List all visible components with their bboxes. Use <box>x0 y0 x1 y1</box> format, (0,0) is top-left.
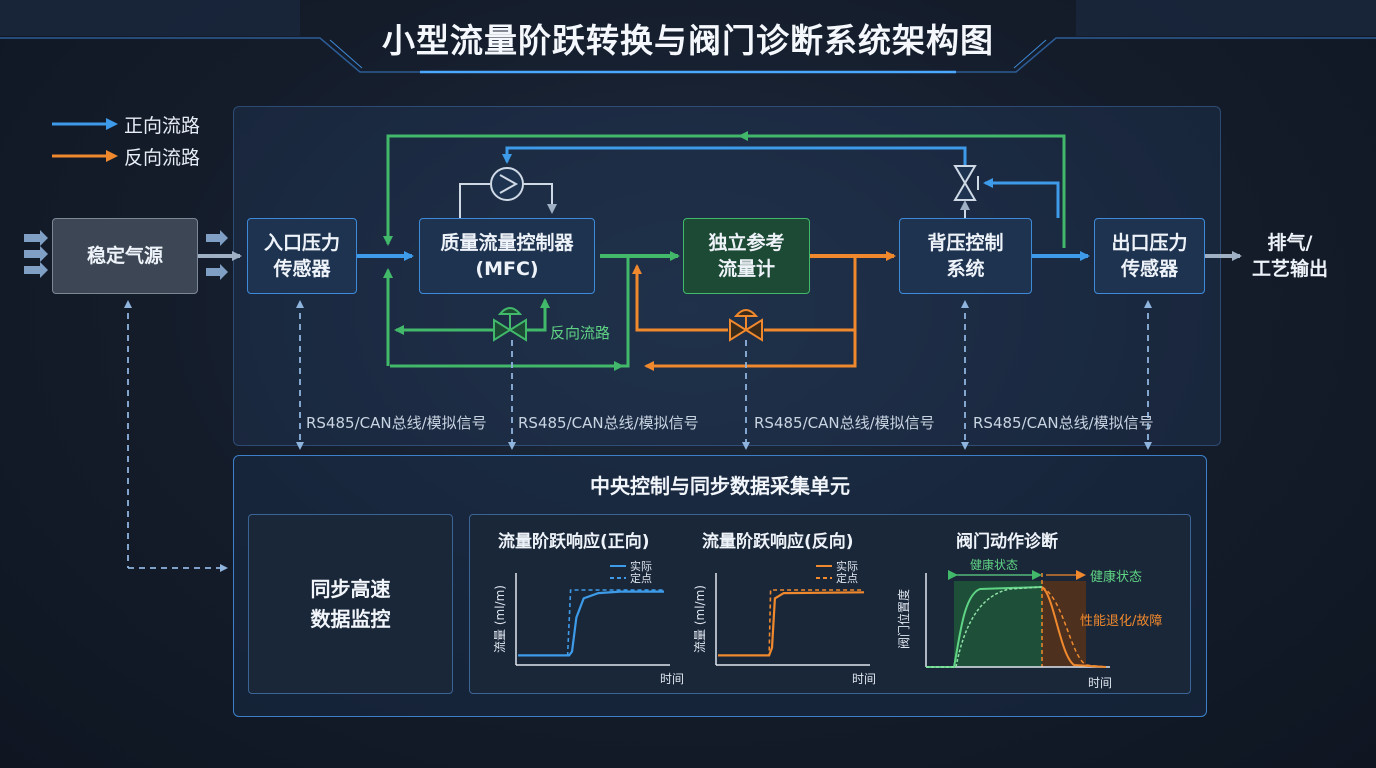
node-stable-source: 稳定气源 <box>52 218 198 294</box>
legend-forward-arrow-icon <box>52 118 118 130</box>
blue-feedback-loop <box>502 146 967 166</box>
bus-label-3: RS485/CAN总线/模拟信号 <box>754 414 935 432</box>
bpc-valve-icon <box>953 165 979 201</box>
node-reference-meter-label: 独立参考 流量计 <box>708 232 785 280</box>
bus-label-2: RS485/CAN总线/模拟信号 <box>518 414 699 432</box>
chart-valve-title: 阀门动作诊断 <box>956 532 1058 552</box>
bus-label-4: RS485/CAN总线/模拟信号 <box>973 414 1154 432</box>
chart-valve: 阀门位置度 时间 健康状态 健康状态 性能退化/故障 <box>896 557 1162 690</box>
legend: 正向流路 反向流路 <box>52 108 200 172</box>
chart-forward-ylabel: 流量 (ml/m) <box>493 585 507 653</box>
monitor-panel-label: 同步高速 数据监控 <box>310 577 391 631</box>
reverse-path-label: 反向流路 <box>550 324 611 342</box>
chart-forward-title: 流量阶跃响应(正向) <box>498 532 650 552</box>
pump-icon <box>490 167 524 201</box>
charts-svg: 流量 (ml/m) 时间 实际 定点 流量 (ml/m) 时间 实际 定点 <box>493 557 1162 690</box>
chart-valve-healthy-label-right: 健康状态 <box>1090 569 1142 585</box>
chart-reverse-legend-setpoint: 定点 <box>836 571 858 585</box>
node-back-pressure: 背压控制 系统 <box>899 218 1032 294</box>
green-reverse-up <box>522 298 550 332</box>
bus-label-1: RS485/CAN总线/模拟信号 <box>306 414 487 432</box>
valve-fault-region <box>1042 581 1086 667</box>
chart-reverse-series-actual <box>718 591 865 657</box>
node-mfc-sublabel: (MFC) <box>475 258 539 280</box>
title-bar: 小型流量阶跃转换与阀门诊断系统架构图 <box>0 0 1376 75</box>
chart-reverse: 流量 (ml/m) 时间 实际 定点 <box>693 559 876 686</box>
chart-valve-ylabel: 阀门位置度 <box>896 589 911 649</box>
orange-return-up <box>632 264 728 332</box>
node-inlet-sensor: 入口压力 传感器 <box>247 218 357 294</box>
node-inlet-sensor-label: 入口压力 传感器 <box>263 232 340 280</box>
chart-reverse-ylabel: 流量 (ml/m) <box>693 585 707 653</box>
chart-forward-series-setpoint <box>518 589 664 657</box>
node-mfc: 质量流量控制器 (MFC) <box>419 218 595 294</box>
legend-reverse-label: 反向流路 <box>124 146 201 169</box>
chart-forward-series-actual <box>518 590 664 657</box>
orange-return-lower <box>644 330 857 371</box>
ref-valve-icon <box>729 309 763 342</box>
title-frame <box>0 0 1376 74</box>
chart-valve-healthy-label: 健康状态 <box>970 557 1018 572</box>
pump-inlet-line <box>459 183 490 218</box>
green-bottom-return <box>390 256 630 368</box>
legend-reverse: 反向流路 <box>52 140 200 172</box>
chart-reverse-legend-actual: 实际 <box>836 559 858 573</box>
node-stable-source-label: 稳定气源 <box>86 245 163 267</box>
green-top-down <box>383 134 740 246</box>
chart-forward: 流量 (ml/m) 时间 实际 定点 <box>493 559 684 686</box>
node-outlet-sensor-label: 出口压力 传感器 <box>1111 232 1188 280</box>
chart-reverse-title: 流量阶跃响应(反向) <box>702 532 854 552</box>
valve-healthy-region <box>954 581 1042 667</box>
legend-forward-label: 正向流路 <box>124 114 201 137</box>
page-title: 小型流量阶跃转换与阀门诊断系统架构图 <box>382 21 994 60</box>
chart-forward-legend-actual: 实际 <box>630 559 652 573</box>
node-outlet-sensor: 出口压力 传感器 <box>1094 218 1205 294</box>
node-mfc-label: 质量流量控制器 <box>440 232 574 254</box>
chart-reverse-xlabel: 时间 <box>852 672 876 686</box>
reverse-valve-icon <box>493 307 527 342</box>
exhaust-label: 排气/ 工艺输出 <box>1251 232 1328 280</box>
chart-forward-legend-setpoint: 定点 <box>630 571 652 585</box>
central-unit-title: 中央控制与同步数据采集单元 <box>590 474 850 498</box>
bpc-feedback-line <box>983 178 1060 218</box>
green-top-return <box>738 131 1066 248</box>
source-input-arrows <box>24 230 228 280</box>
pump-icon-chevron <box>499 174 519 194</box>
charts-panel: 流量阶跃响应(正向) 流量阶跃响应(反向) 阀门动作诊断 流量 (ml/m) 时… <box>469 514 1191 694</box>
node-back-pressure-label: 背压控制 系统 <box>927 232 1004 280</box>
chart-forward-series <box>518 589 664 657</box>
monitor-panel: 同步高速 数据监控 <box>248 514 453 694</box>
chart-reverse-series-setpoint <box>718 589 864 657</box>
chart-reverse-series <box>718 589 865 657</box>
node-reference-meter: 独立参考 流量计 <box>683 218 810 294</box>
chart-valve-fault-label: 性能退化/故障 <box>1080 614 1162 629</box>
legend-reverse-arrow-icon <box>52 150 118 162</box>
signal-lines <box>124 300 1152 572</box>
legend-forward: 正向流路 <box>52 108 200 140</box>
chart-valve-xlabel: 时间 <box>1088 676 1112 690</box>
central-unit: 中央控制与同步数据采集单元 同步高速 数据监控 流量阶跃响应(正向) 流量阶跃响… <box>233 455 1207 717</box>
pump-outlet-line <box>524 183 557 214</box>
chart-forward-xlabel: 时间 <box>660 672 684 686</box>
